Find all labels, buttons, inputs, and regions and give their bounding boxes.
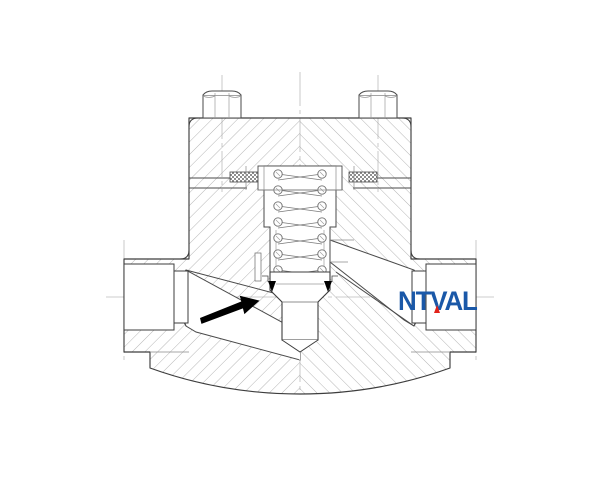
bonnet-corner-left (188, 117, 199, 128)
shoulder-fillet-right (410, 249, 421, 260)
ntval-logo-accent-triangle-icon (433, 305, 440, 313)
piston-disc (269, 271, 331, 353)
flow-arrow (200, 295, 260, 324)
seat-seals (268, 281, 332, 292)
fasteners (202, 90, 398, 119)
outlet-socket-end (411, 263, 477, 331)
guide-slot (254, 252, 262, 282)
socket-weld-ends (123, 263, 477, 331)
spring-retainer-upper (257, 165, 343, 191)
seat-seal-right (324, 281, 332, 292)
ntval-logo: NTVAL (398, 288, 480, 315)
gasket-left (229, 171, 259, 183)
body-outline (123, 117, 477, 395)
inlet-socket-end (123, 263, 189, 331)
outlet-lower-wall (335, 271, 415, 327)
hex-nut-left (202, 90, 242, 119)
detail-lines (150, 166, 450, 353)
gasket-right (348, 171, 378, 183)
bonnet-corner-right (401, 117, 412, 128)
hex-nut-right (358, 90, 398, 119)
seat-seal-left (268, 281, 276, 292)
seat-seal-leaders (262, 275, 338, 282)
shoulder-fillet-left (179, 249, 190, 260)
spring-chamber (254, 165, 343, 282)
